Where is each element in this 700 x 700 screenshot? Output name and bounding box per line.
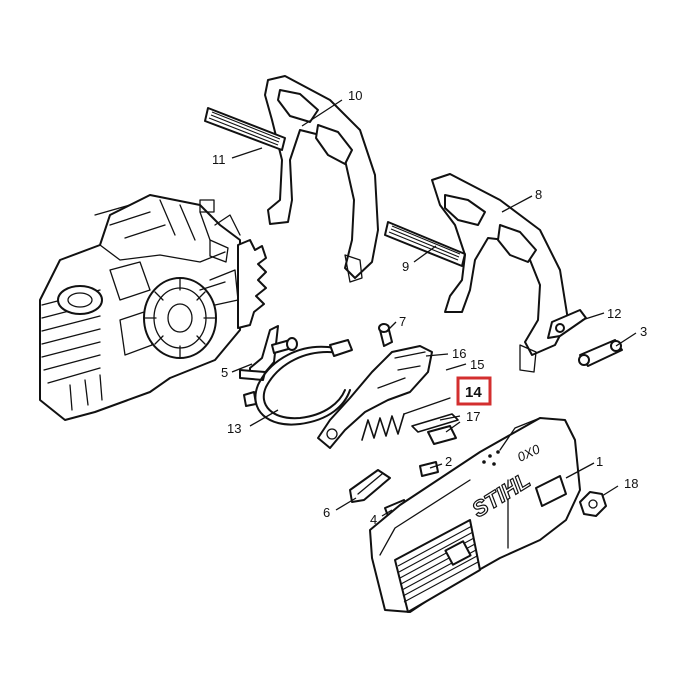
screw-part [271, 337, 298, 354]
callout-4: 4 [370, 512, 377, 527]
part-3-link [578, 339, 623, 367]
part-14-wire [411, 413, 459, 433]
callout-12: 12 [607, 306, 621, 321]
part-17-block [427, 425, 457, 445]
part-1-sprocket-cover [369, 417, 581, 613]
part-9-decal [384, 221, 466, 267]
callout-11: 11 [212, 152, 226, 167]
part-11-decal [204, 107, 286, 151]
part-13-brake-band [243, 339, 353, 426]
callout-15: 15 [470, 357, 484, 372]
highlight-box-14 [456, 376, 492, 406]
callout-5: 5 [221, 365, 228, 380]
callout-9: 9 [402, 259, 409, 274]
part-15-spring [361, 397, 451, 441]
part-8-hand-guard [431, 173, 569, 373]
callout-7: 7 [399, 314, 406, 329]
callout-18: 18 [624, 476, 638, 491]
part-7-pin [378, 323, 393, 347]
callout-6: 6 [323, 505, 330, 520]
callout-1: 1 [596, 454, 603, 469]
engine-assembly [39, 194, 241, 421]
callout-17: 17 [466, 409, 480, 424]
callout-13: 13 [227, 421, 241, 436]
part-2-pin [419, 461, 439, 477]
part-12-lever [547, 309, 587, 339]
callout-14: 14 [465, 384, 482, 401]
leader-lines [231, 99, 637, 517]
callout-16: 16 [452, 346, 466, 361]
part-5-bracket [237, 239, 279, 381]
callout-10: 10 [348, 88, 362, 103]
part-6-bracket [349, 469, 391, 503]
callout-3: 3 [640, 324, 647, 339]
part-16-brake-lever [317, 345, 433, 449]
callout-2: 2 [445, 454, 452, 469]
callout-labels: 10 11 8 9 12 3 7 16 15 5 13 17 2 1 18 6 … [212, 88, 647, 527]
part-18-nut [579, 491, 607, 517]
callout-8: 8 [535, 187, 542, 202]
part-10-hand-guard [264, 75, 379, 283]
